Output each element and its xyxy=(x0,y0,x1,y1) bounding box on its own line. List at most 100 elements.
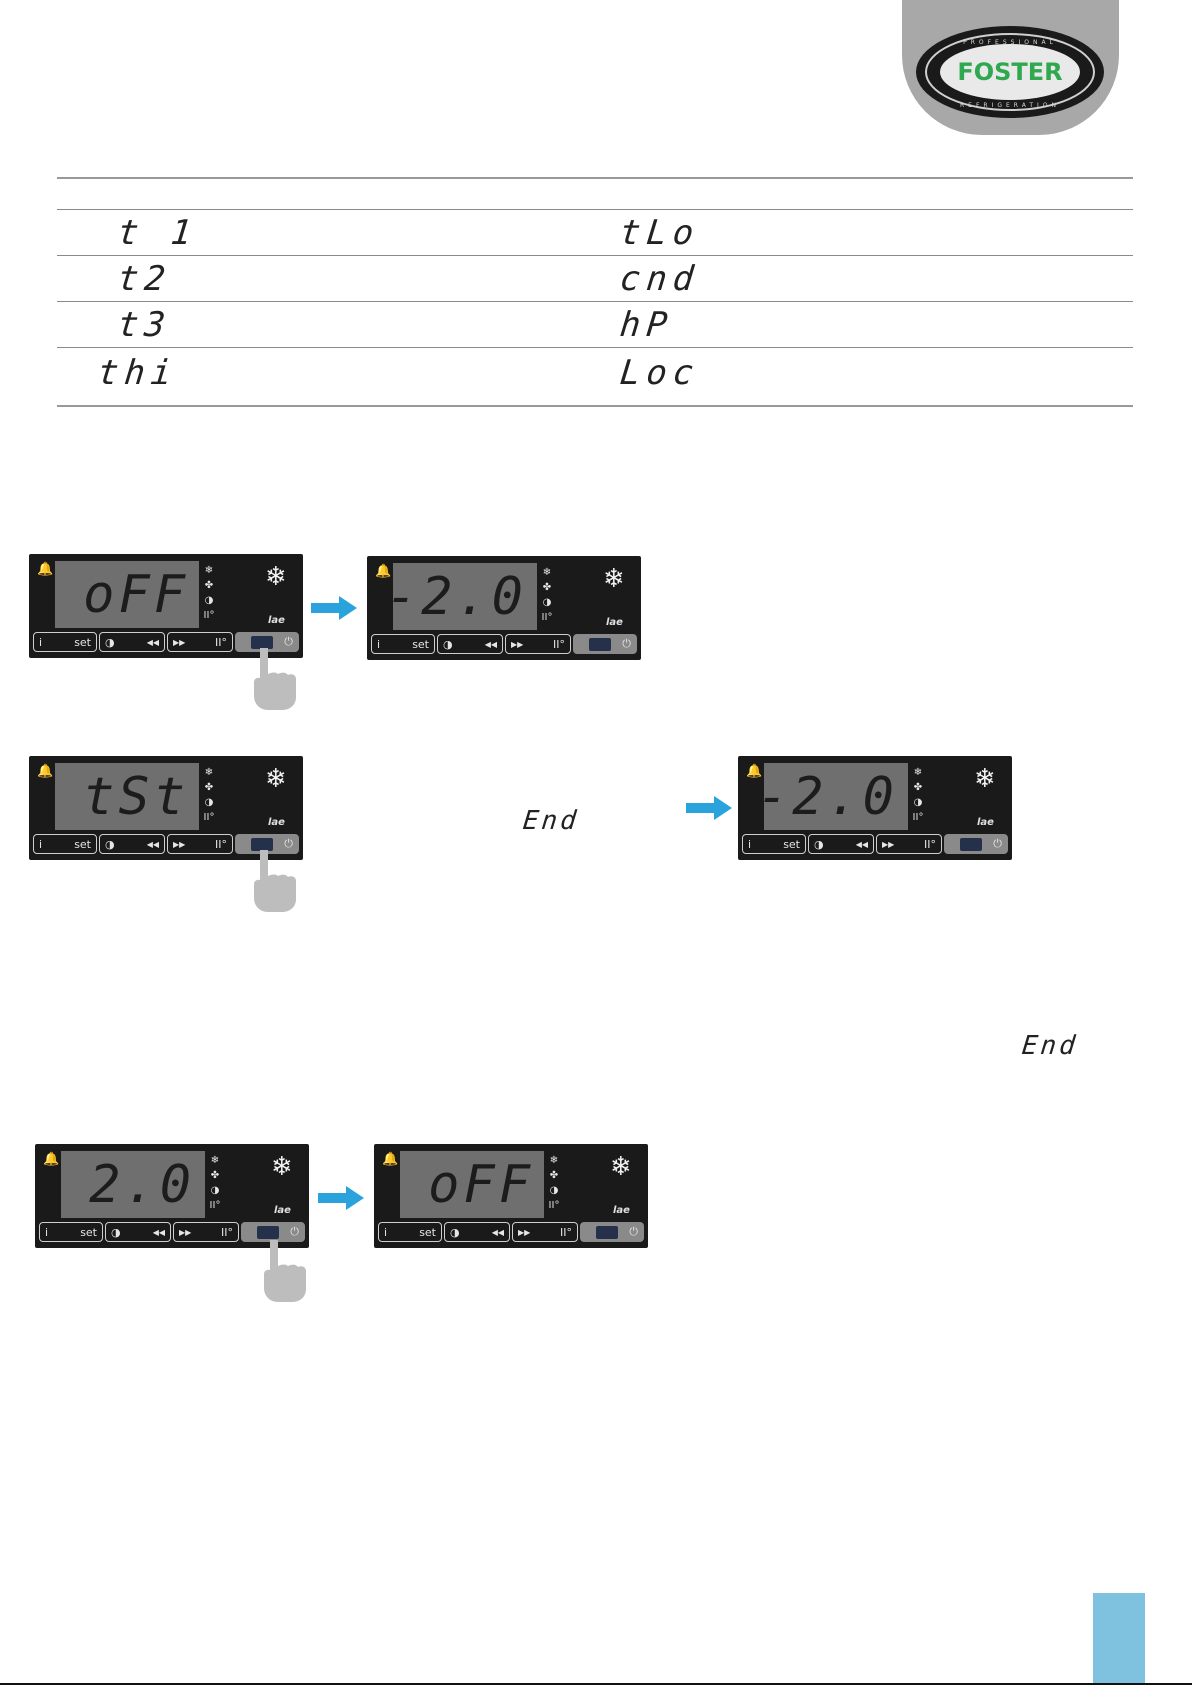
defrost-icon: ◑ xyxy=(204,595,214,606)
table-rule xyxy=(57,209,1133,210)
status-icons: ❄✤◑II° xyxy=(202,563,216,623)
power-icon: ⏻ xyxy=(622,637,631,650)
pause-icon: II° xyxy=(912,812,924,823)
lcd-screen: -2.0 xyxy=(386,563,537,630)
up-pause-button[interactable]: ▶▶II° xyxy=(167,632,233,652)
table-rule xyxy=(57,347,1133,348)
table-code-right: Loc xyxy=(617,353,702,393)
logo-brand-text: FOSTER xyxy=(957,58,1062,86)
lcd-screen: tSt xyxy=(55,763,199,830)
alarm-bell-icon: 🔔 xyxy=(37,562,54,577)
power-icon: ⏻ xyxy=(284,837,293,850)
defrost-down-button[interactable]: ◑◀◀ xyxy=(808,834,874,854)
table-rule xyxy=(57,301,1133,302)
power-button[interactable]: ⏻ xyxy=(944,834,1008,854)
power-icon: ⏻ xyxy=(993,837,1002,850)
defrost-icon: ◑ xyxy=(443,637,453,651)
status-icons: ❄ ✤ ◑ II° xyxy=(547,1153,561,1213)
pause-icon: II° xyxy=(209,1200,221,1211)
power-button[interactable]: ⏻ xyxy=(235,834,299,854)
power-button[interactable]: ⏻ xyxy=(580,1222,644,1242)
table-rule xyxy=(57,255,1133,256)
defrost-icon: ◑ xyxy=(210,1185,220,1196)
fan-icon: ✤ xyxy=(549,1170,559,1181)
snowflake-icon: ❄ xyxy=(913,767,923,778)
cold-mode-icon: ❄ xyxy=(265,562,287,592)
table-code-left: thi xyxy=(95,353,180,393)
up-pause-button[interactable]: ▶▶II° xyxy=(173,1222,239,1242)
defrost-icon: ◑ xyxy=(450,1225,460,1239)
table-code-right: hP xyxy=(617,305,676,345)
brand-label: lae xyxy=(274,1205,291,1216)
cold-mode-icon: ❄ xyxy=(603,564,625,594)
defrost-down-button[interactable]: ◑◀◀ xyxy=(105,1222,171,1242)
power-button[interactable]: ⏻ xyxy=(241,1222,305,1242)
alarm-bell-icon: 🔔 xyxy=(43,1152,60,1167)
foster-logo: PROFESSIONAL FOSTER REFRIGERATION xyxy=(916,26,1104,118)
defrost-down-button[interactable]: ◑◀◀ xyxy=(444,1222,510,1242)
pause-icon: II° xyxy=(541,612,553,623)
page-number-tab xyxy=(1093,1593,1145,1685)
pause-icon: II° xyxy=(203,812,215,823)
defrost-down-button[interactable]: ◑◀◀ xyxy=(437,634,503,654)
cold-mode-icon: ❄ xyxy=(271,1152,293,1182)
lcd-screen: -2.0 xyxy=(756,763,908,830)
snowflake-icon: ❄ xyxy=(542,567,552,578)
logo-top-text: PROFESSIONAL xyxy=(963,39,1057,46)
logo-bottom-text: REFRIGERATION xyxy=(960,102,1060,109)
fan-icon: ✤ xyxy=(542,582,552,593)
lcd-display: tSt xyxy=(83,766,189,827)
defrost-down-button[interactable]: ◑◀◀ xyxy=(99,632,165,652)
snowflake-icon: ❄ xyxy=(549,1155,559,1166)
alarm-bell-icon: 🔔 xyxy=(746,764,763,779)
fan-icon: ✤ xyxy=(913,782,923,793)
defrost-icon: ◑ xyxy=(549,1185,559,1196)
table-code-left: t2 xyxy=(115,259,174,299)
power-icon: ⏻ xyxy=(284,635,293,648)
table-code-left: t3 xyxy=(115,305,174,345)
defrost-icon: ◑ xyxy=(105,635,115,649)
end-label: End xyxy=(1020,1031,1080,1061)
table-code-right: cnd xyxy=(617,259,702,299)
lcd-display: -2.0 xyxy=(756,766,898,827)
up-pause-button[interactable]: ▶▶II° xyxy=(505,634,571,654)
status-icons: ❄✤◑II° xyxy=(540,565,554,625)
pause-icon: II° xyxy=(548,1200,560,1211)
up-pause-button[interactable]: ▶▶II° xyxy=(876,834,942,854)
arrow-right-icon xyxy=(318,1186,364,1210)
alarm-bell-icon: 🔔 xyxy=(375,564,392,579)
status-icons: ❄✤◑II° xyxy=(208,1153,222,1213)
up-pause-button[interactable]: ▶▶II° xyxy=(512,1222,578,1242)
cold-mode-icon: ❄ xyxy=(974,764,996,794)
cold-mode-icon: ❄ xyxy=(610,1152,632,1182)
power-button[interactable]: ⏻ xyxy=(573,634,637,654)
defrost-icon: ◑ xyxy=(204,797,214,808)
defrost-down-button[interactable]: ◑◀◀ xyxy=(99,834,165,854)
pointing-hand-icon xyxy=(264,1240,306,1302)
pointing-hand-icon xyxy=(254,648,296,710)
footer-rule xyxy=(0,1683,1192,1685)
power-icon: ⏻ xyxy=(290,1225,299,1238)
defrost-icon: ◑ xyxy=(913,797,923,808)
cold-mode-icon: ❄ xyxy=(265,764,287,794)
defrost-icon: ◑ xyxy=(111,1225,121,1239)
fan-icon: ✤ xyxy=(210,1170,220,1181)
alarm-bell-icon: 🔔 xyxy=(382,1152,399,1167)
table-code-left: t 1 xyxy=(115,213,200,253)
brand-label: lae xyxy=(606,617,623,628)
up-pause-button[interactable]: ▶▶II° xyxy=(167,834,233,854)
defrost-icon: ◑ xyxy=(105,837,115,851)
pause-icon: II° xyxy=(203,610,215,621)
alarm-bell-icon: 🔔 xyxy=(37,764,54,779)
snowflake-icon: ❄ xyxy=(204,565,214,576)
